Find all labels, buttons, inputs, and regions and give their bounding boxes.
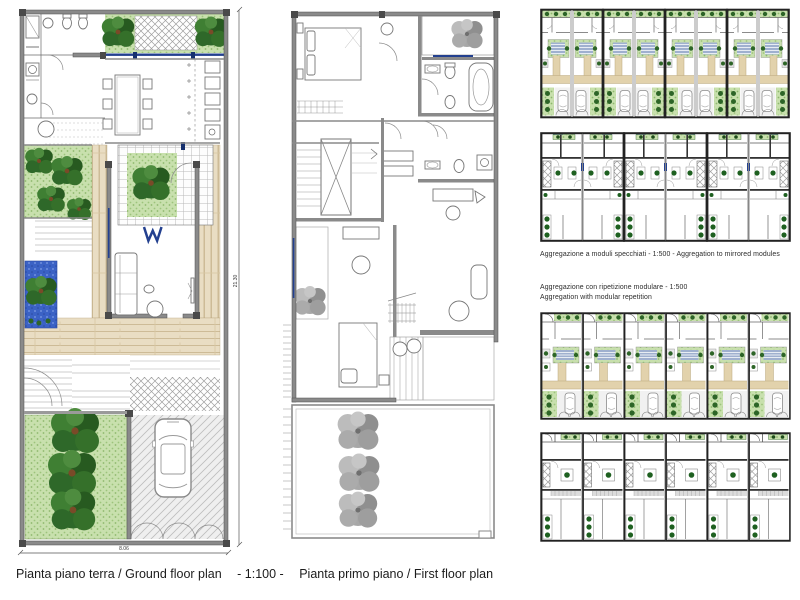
ground-floor-plan: 8.06 21.30 [17, 6, 243, 556]
sheet-caption: Pianta piano terra / Ground floor plan -… [16, 567, 536, 581]
stairwell [292, 138, 382, 222]
module-pair [540, 8, 604, 119]
master-bedroom [296, 22, 398, 114]
module-pair [540, 132, 625, 242]
sink [42, 17, 54, 29]
car [151, 418, 195, 498]
garden [24, 408, 128, 540]
module-pair [623, 132, 708, 242]
depth-dimension: 21.30 [233, 6, 243, 548]
roof-terrace-top [421, 15, 495, 57]
module [583, 313, 624, 419]
module-pair [602, 8, 666, 119]
module [748, 432, 790, 542]
void-terrace-left [283, 226, 329, 398]
repeated-aggregation-label: Aggregazione con ripetizione modulare - … [540, 283, 796, 304]
bathroom-top [421, 57, 498, 112]
module [666, 313, 707, 419]
module [582, 432, 624, 542]
module [541, 313, 582, 419]
driveway [126, 410, 224, 540]
terrace-planting-strip [101, 14, 228, 59]
module [624, 313, 665, 419]
module-pair [664, 8, 728, 119]
hall-basin [380, 22, 394, 36]
closet-room [381, 118, 414, 222]
module-pair [706, 132, 791, 242]
repeated-aggregation-label-en: Aggregation with modular repetition [540, 294, 652, 302]
wardrobe [387, 292, 417, 323]
desk [342, 226, 380, 240]
armchair [146, 300, 164, 318]
bedroom-right [420, 188, 498, 335]
module [706, 432, 749, 542]
toilet [62, 16, 72, 30]
first-floor-plan [283, 11, 500, 539]
module [540, 432, 583, 542]
round-chair [448, 300, 470, 322]
chaise [470, 264, 488, 300]
aggregation-repeated-first [540, 432, 791, 542]
module [707, 313, 748, 419]
desk-chair [351, 255, 371, 275]
side-garden-patch [24, 145, 92, 220]
dining-area [102, 74, 153, 136]
desk-3 [432, 188, 474, 202]
water-feature [24, 260, 58, 329]
module [749, 313, 790, 419]
bathroom-middle [418, 113, 498, 183]
caption-scale: - 1:100 - [237, 567, 284, 581]
sofa [114, 252, 138, 316]
repeated-aggregation-label-it: Aggregazione con ripetizione modulare - … [540, 284, 688, 291]
dining-table [114, 74, 141, 136]
outer-walls [19, 9, 230, 547]
outer-walls [291, 11, 500, 403]
module [665, 432, 707, 542]
roof-terrace-lower [389, 336, 495, 401]
aggregation-mirrored-ground [540, 8, 790, 119]
bathroom [24, 13, 106, 71]
tv [190, 277, 195, 304]
stove [204, 124, 221, 140]
laundry-sink [26, 93, 38, 105]
kitchen [187, 59, 221, 143]
aggregation-mirrored-first [540, 132, 791, 242]
caption-ground-floor: Pianta piano terra / Ground floor plan [16, 567, 222, 581]
module [623, 432, 666, 542]
caption-first-floor: Pianta primo piano / First floor plan [299, 567, 494, 581]
aggregation-repeated-ground [540, 312, 791, 420]
window-symbol [142, 226, 163, 245]
width-dimension-value: 8.06 [119, 546, 129, 552]
bidet [444, 95, 456, 109]
module-pair [726, 8, 790, 119]
mirrored-aggregation-label: Aggregazione a moduli specchiati - 1:500… [540, 251, 780, 258]
window-strip [105, 53, 224, 56]
void-garden [283, 404, 495, 539]
bedroom-left [338, 225, 397, 398]
bidet [78, 16, 88, 30]
entry-paving [23, 355, 220, 411]
bathtub [468, 62, 494, 112]
stairs-mid [35, 120, 92, 252]
living-room [105, 161, 200, 319]
laundry [24, 55, 105, 145]
washer [25, 62, 40, 77]
depth-dimension-value: 21.30 [233, 275, 239, 288]
width-dimension: 8.06 [17, 546, 232, 556]
